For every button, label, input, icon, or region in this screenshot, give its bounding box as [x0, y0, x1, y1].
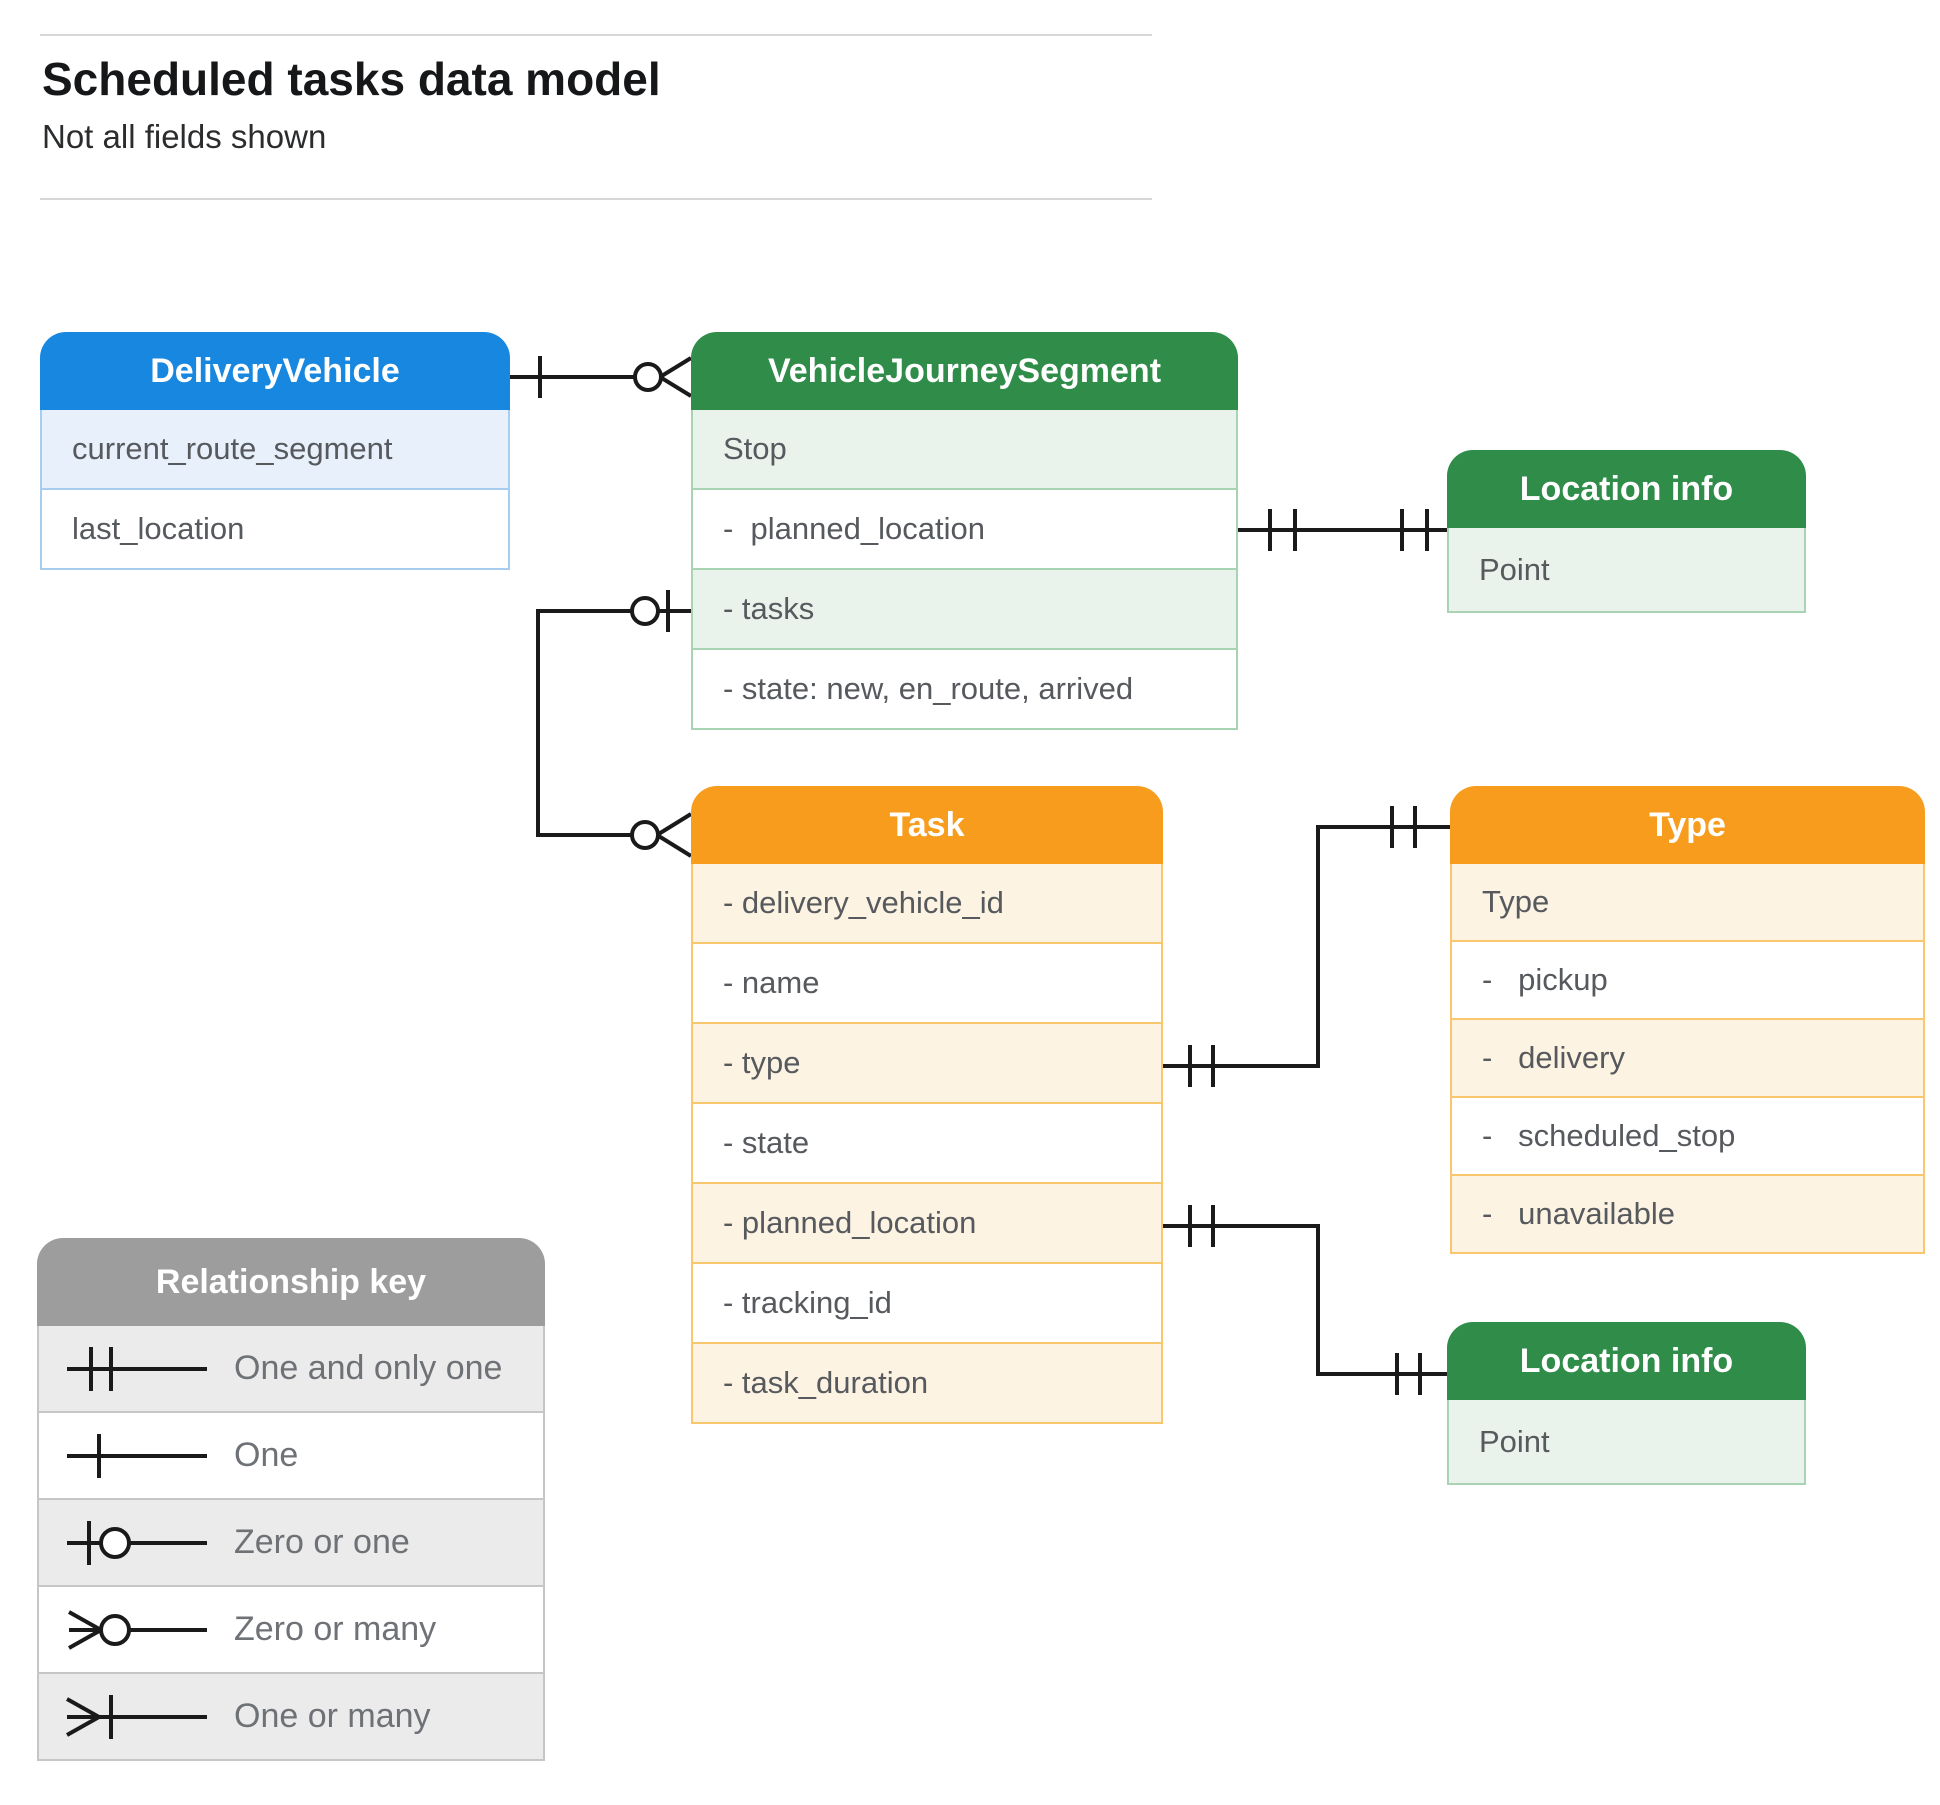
relationship-key: Relationship key One and only one One Ze [37, 1238, 545, 1761]
legend-row-one-or-many: One or many [37, 1674, 545, 1761]
zero-or-one-icon [67, 1520, 207, 1565]
top-divider [40, 34, 1152, 36]
field-planned-location: - planned_location [691, 490, 1238, 570]
legend-row-zero-or-one: Zero or one [37, 1500, 545, 1587]
legend-label: One [234, 1436, 299, 1474]
field-delivery: - delivery [1450, 1020, 1925, 1098]
legend-label: Zero or one [234, 1523, 410, 1561]
field-tasks: - tasks [691, 570, 1238, 650]
entity-location-info-bottom: Location info Point [1447, 1322, 1806, 1485]
page-subtitle: Not all fields shown [42, 118, 327, 155]
field-type: - type [691, 1024, 1163, 1104]
entity-delivery-vehicle: DeliveryVehicle current_route_segment la… [40, 332, 510, 570]
field-scheduled-stop: - scheduled_stop [1450, 1098, 1925, 1176]
one-and-only-one-icon [67, 1346, 207, 1391]
entity-task-title: Task [691, 786, 1163, 864]
field-delivery-vehicle-id: - delivery_vehicle_id [691, 864, 1163, 944]
connector-deliveryvehicle-vehiclejourneysegment [510, 356, 693, 398]
one-icon [67, 1433, 207, 1478]
field-type-label: Type [1450, 864, 1925, 942]
entity-task: Task - delivery_vehicle_id - name - type… [691, 786, 1163, 1424]
field-task-duration: - task_duration [691, 1344, 1163, 1424]
entity-location-info-top-title: Location info [1447, 450, 1806, 528]
entity-vehicle-journey-segment-title: VehicleJourneySegment [691, 332, 1238, 410]
title-divider [40, 198, 1152, 200]
connector-task-type [1163, 806, 1450, 1087]
zero-or-many-icon [68, 1609, 207, 1650]
entity-location-info-bottom-title: Location info [1447, 1322, 1806, 1400]
legend-row-one: One [37, 1413, 545, 1500]
field-state: - state: new, en_route, arrived [691, 650, 1238, 730]
entity-type: Type Type - pickup - delivery - schedule… [1450, 786, 1925, 1254]
field-planned-location: - planned_location [691, 1184, 1163, 1264]
page-title: Scheduled tasks data model [42, 53, 661, 105]
field-point: Point [1447, 528, 1806, 613]
relationship-key-title: Relationship key [37, 1238, 545, 1326]
legend-label: One or many [234, 1697, 431, 1735]
field-stop: Stop [691, 410, 1238, 490]
field-tracking-id: - tracking_id [691, 1264, 1163, 1344]
one-or-many-icon [66, 1694, 207, 1739]
connector-vjs-locationinfo-top [1238, 509, 1447, 551]
field-state: - state [691, 1104, 1163, 1184]
field-pickup: - pickup [1450, 942, 1925, 1020]
legend-row-one-and-only-one: One and only one [37, 1326, 545, 1413]
zero-circle-icon [630, 820, 660, 850]
entity-location-info-top: Location info Point [1447, 450, 1806, 613]
field-name: - name [691, 944, 1163, 1024]
many-crowfoot-icon [658, 356, 693, 379]
field-current-route-segment: current_route_segment [40, 410, 510, 490]
connector-vjs-task [536, 590, 693, 858]
connector-task-locationinfo-bottom [1163, 1205, 1447, 1395]
entity-type-title: Type [1450, 786, 1925, 864]
many-crowfoot-icon [655, 812, 693, 837]
entity-delivery-vehicle-title: DeliveryVehicle [40, 332, 510, 410]
zero-circle-icon [630, 596, 660, 626]
field-unavailable: - unavailable [1450, 1176, 1925, 1254]
field-last-location: last_location [40, 490, 510, 570]
zero-circle-icon [633, 362, 663, 392]
field-point: Point [1447, 1400, 1806, 1485]
legend-row-zero-or-many: Zero or many [37, 1587, 545, 1674]
legend-label: Zero or many [234, 1610, 437, 1648]
legend-label: One and only one [234, 1349, 503, 1387]
entity-vehicle-journey-segment: VehicleJourneySegment Stop - planned_loc… [691, 332, 1238, 730]
